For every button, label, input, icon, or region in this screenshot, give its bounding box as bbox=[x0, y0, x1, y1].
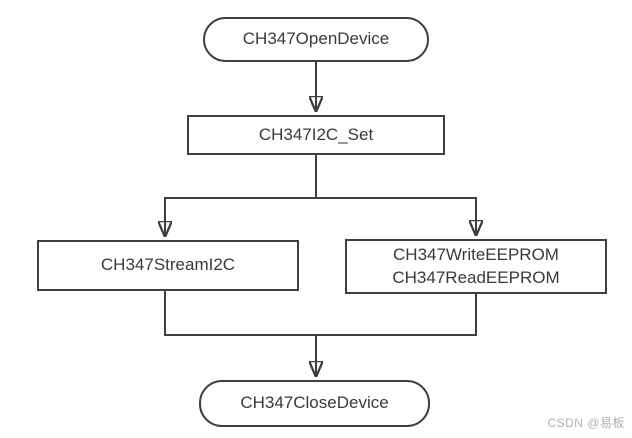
node-stream-i2c: CH347StreamI2C bbox=[37, 240, 299, 291]
node-eeprom-label-line2: CH347ReadEEPROM bbox=[392, 267, 560, 287]
csdn-watermark: CSDN @易板 bbox=[547, 416, 625, 430]
node-close-device-label: CH347CloseDevice bbox=[240, 393, 389, 413]
node-i2c-set-label: CH347I2C_Set bbox=[258, 124, 374, 144]
node-open-device: CH347OpenDevice bbox=[203, 17, 429, 62]
node-open-device-label: CH347OpenDevice bbox=[242, 29, 390, 49]
node-stream-i2c-label: CH347StreamI2C bbox=[100, 255, 236, 275]
node-eeprom: CH347WriteEEPROM CH347ReadEEPROM bbox=[345, 239, 607, 294]
node-i2c-set: CH347I2C_Set bbox=[187, 115, 445, 155]
node-eeprom-label-line1: CH347WriteEEPROM bbox=[393, 244, 559, 264]
node-close-device: CH347CloseDevice bbox=[199, 380, 430, 427]
